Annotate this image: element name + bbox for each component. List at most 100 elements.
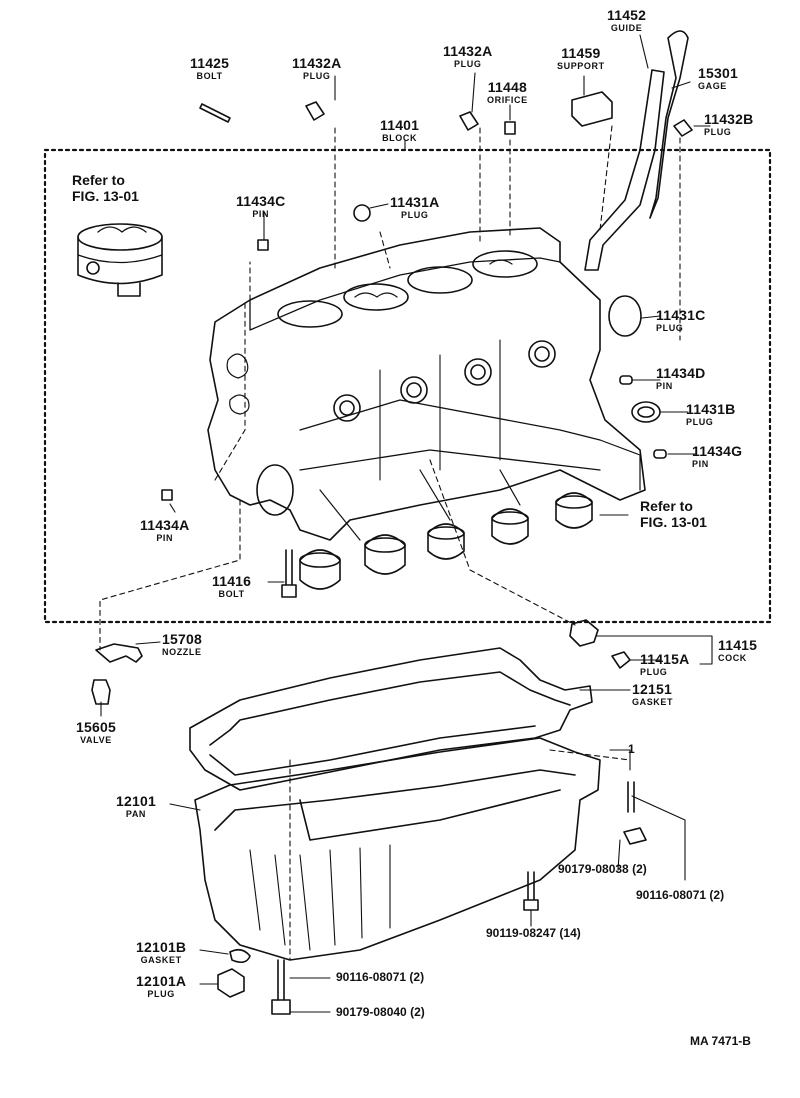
part-name: PLUG [640,667,668,677]
refer-note-line1: Refer to [72,172,125,188]
part-number: 11431B [686,401,736,417]
part-number: 11431A [390,194,440,210]
plug-11431a-icon [353,204,371,222]
part-number: 11401 [380,117,420,133]
part-name: SUPPORT [557,61,605,71]
part-name: BLOCK [382,133,418,143]
part-number: 15301 [698,65,738,81]
part-number: 11452 [607,7,647,23]
label-90179-08038: 90179-08038 (2) [558,862,647,876]
part-name: COCK [718,653,747,663]
part-number: 11434C [236,193,286,209]
part-name: PIN [156,533,174,543]
part-name: PLUG [454,59,482,69]
part-name: PIN [252,209,270,219]
label-90116-08071-right: 90116-08071 (2) [636,888,725,902]
part-name: GASKET [140,955,182,965]
oil-level-guide-icon [584,69,665,271]
oil-pan-gasket-drawing [189,647,593,791]
part-name: GAGE [698,81,727,91]
part-name: PAN [125,809,147,819]
part-number: 11434A [140,517,190,533]
orifice-icon [504,121,516,135]
part-name: GASKET [632,697,674,707]
part-name: BOLT [196,71,223,81]
refer-note-line2: FIG. 13-01 [72,188,139,205]
part-number: 15605 [76,719,116,735]
part-name: PLUG [401,210,429,220]
part-name: ORIFICE [487,95,528,105]
cylinder-block-drawing [207,227,646,541]
part-number: 11459 [561,45,601,61]
drain-plug-icon [217,968,245,998]
part-name: NOZZLE [162,647,202,657]
nozzle-icon [95,643,143,663]
part-number: 11432A [443,43,493,59]
pin-11434c-icon [257,239,269,251]
pin-11434d-icon [619,375,633,385]
part-name: PLUG [147,989,175,999]
callout-1: 1 [628,742,635,756]
part-number: 11425 [190,55,230,71]
block-assembly-boundary [43,148,772,624]
part-name: PLUG [686,417,714,427]
part-name: PIN [692,459,709,469]
plug-11431c-icon [608,295,642,337]
nut-90179-left-icon [271,999,291,1015]
bolt-90119-icon [523,871,539,911]
plug-11432a-left-icon [305,101,325,121]
part-name: VALVE [80,735,112,745]
piston-icon [77,223,163,297]
part-name: BOLT [218,589,245,599]
part-number: 11431C [656,307,706,323]
refer-note-line1: Refer to [640,498,693,514]
pin-11434g-icon [653,449,667,459]
dashed-leaders [99,125,681,961]
part-number: 11415 [718,637,758,653]
part-number: 11416 [212,573,252,589]
drawing-reference-code: MA 7471-B [690,1034,751,1048]
oil-pan-drawing [194,737,601,961]
solid-leaders [100,34,713,1013]
part-name: GUIDE [610,23,643,33]
part-number: 12101 [116,793,156,809]
part-number: 12151 [632,681,672,697]
part-name: PIN [656,381,673,391]
part-number: 11448 [487,79,527,95]
part-name: PLUG [704,127,732,137]
part-number: 12101B [136,939,187,955]
part-name: PLUG [303,71,331,81]
bolt-90116-left-icon [277,959,285,1001]
part-name: PLUG [656,323,684,333]
part-number: 11415A [640,651,690,667]
drain-cock-icon [569,619,599,647]
part-number: 11434G [692,443,743,459]
pin-11434a-icon [161,489,173,501]
bolt-11416-icon [281,549,297,598]
part-number: 11432B [704,111,754,127]
